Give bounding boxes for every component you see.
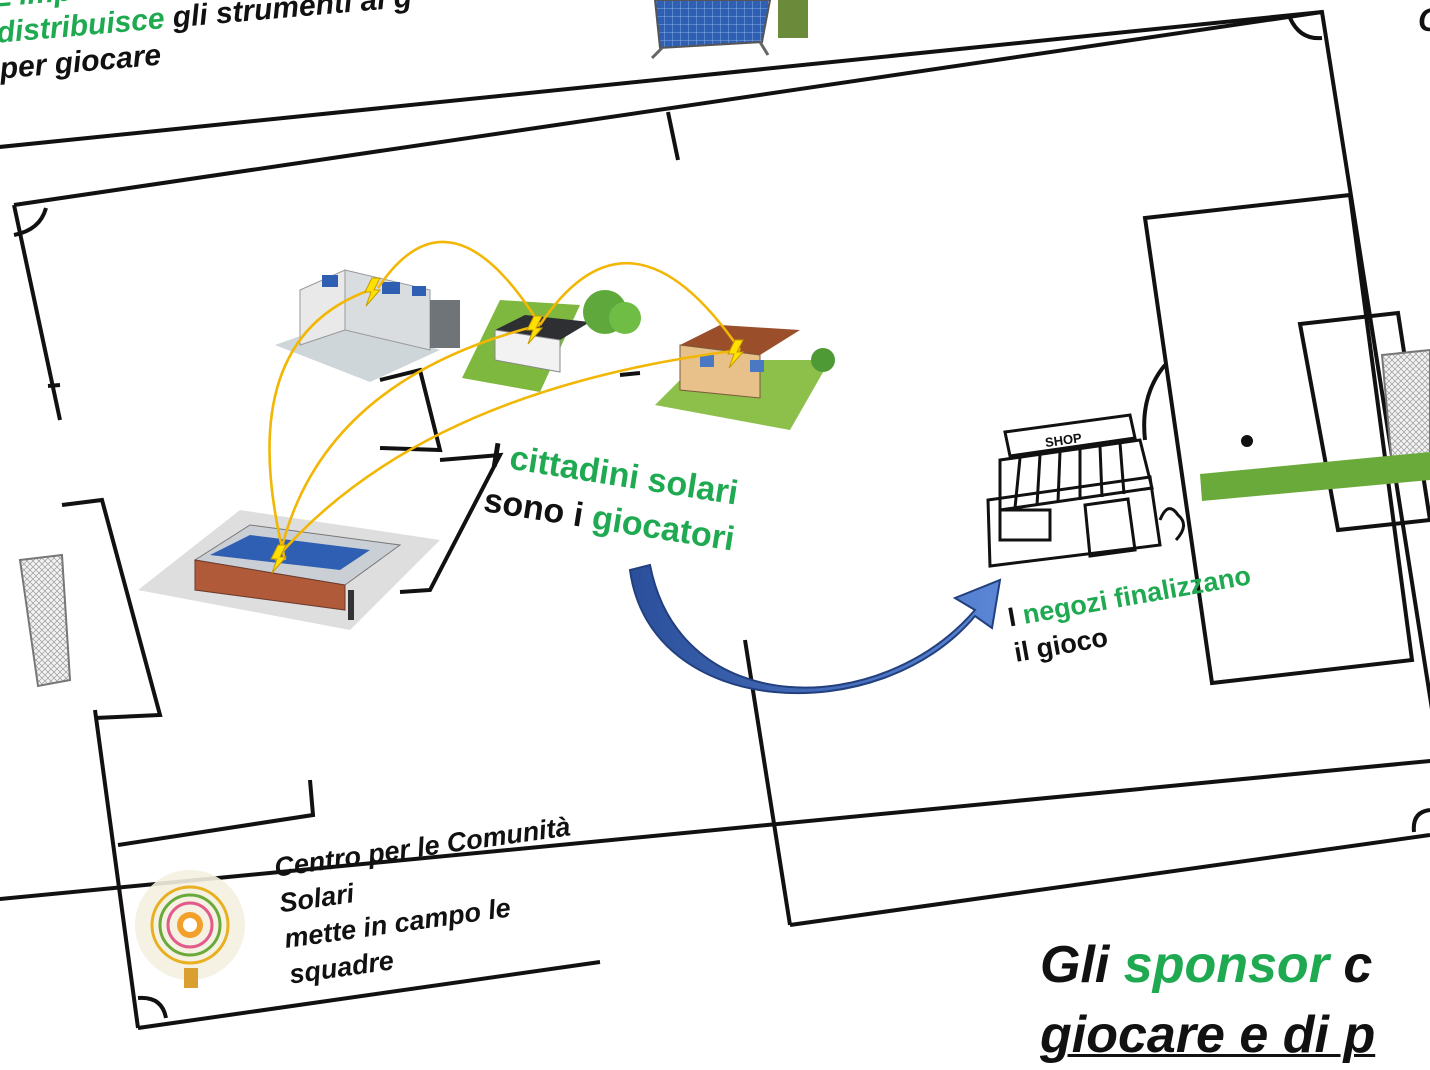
energy-connections bbox=[268, 240, 742, 561]
top-right-text: C bbox=[1418, 2, 1430, 39]
office-building-illustration bbox=[275, 269, 460, 382]
solar-panel-illustration bbox=[650, 0, 808, 60]
centro-logo bbox=[135, 870, 245, 988]
front-field bbox=[12, 10, 1430, 1030]
sponsor-label: sponsor bbox=[1123, 936, 1329, 994]
house-illustration-2 bbox=[655, 325, 835, 430]
sponsor-text: Gli sponsor c giocare e di p bbox=[1040, 930, 1375, 1070]
shop-sign-label: SHOP bbox=[1044, 430, 1083, 450]
house-illustration-1 bbox=[462, 290, 641, 392]
warehouse-illustration bbox=[138, 510, 440, 630]
left-goal-net bbox=[18, 553, 72, 688]
flow-arrow bbox=[628, 563, 1002, 695]
shop-icon bbox=[986, 413, 1185, 568]
right-goal-net bbox=[1380, 348, 1430, 467]
green-bar bbox=[1200, 452, 1430, 501]
sponsor-line-2: giocare e di p bbox=[1040, 1006, 1376, 1064]
rear-field bbox=[0, 9, 1430, 902]
sponsor-tail: c bbox=[1328, 936, 1373, 994]
lightning-icons bbox=[270, 277, 745, 574]
sponsor-article: Gli bbox=[1040, 936, 1124, 994]
